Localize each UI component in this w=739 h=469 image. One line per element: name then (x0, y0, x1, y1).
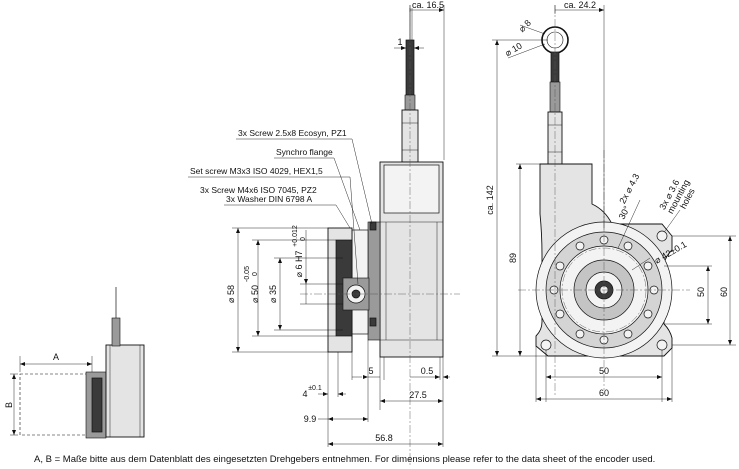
thumb-cable-outlet (111, 317, 121, 347)
dim-50-vertical: 50 (696, 287, 706, 297)
dim-1: 1 (397, 37, 402, 47)
dim-9-9: 9.9 (304, 414, 317, 424)
dim-89: 89 (508, 253, 518, 263)
screw-head-top (369, 221, 377, 231)
dim-56-8: 56.8 (375, 433, 393, 443)
dim-4-tol: ±0.1 (308, 385, 322, 392)
dim-ca-142: ca. 142 (485, 185, 495, 215)
dim-dia-6-tol: +0.012 (292, 225, 299, 247)
dim-60-vertical: 60 (719, 287, 729, 297)
housing-top (383, 164, 440, 214)
front-view: ca. 24.2 ⌀ 8 ⌀ 10 ca. 142 89 2x ⌀ 4.3 30… (485, 0, 736, 402)
dim-ca-16-5: ca. 16.5 (412, 0, 444, 10)
dim-dia-35: ⌀ 35 (268, 285, 278, 303)
dim-50-horizontal: 50 (599, 366, 609, 376)
dim-ca-24-2: ca. 24.2 (564, 0, 596, 10)
dim-0-5: 0.5 (421, 366, 434, 376)
dim-dia-6-tol-low: 0 (300, 237, 307, 241)
label-b: B (4, 402, 14, 408)
dim-dia-50: ⌀ 50 (250, 285, 260, 303)
dim-angle-30: 30° (617, 204, 632, 221)
dim-5: 5 (368, 366, 373, 376)
dim-dia-10: ⌀ 10 (503, 41, 524, 59)
dim-4: 4 (302, 389, 307, 399)
thumb-flange-inner (91, 377, 103, 433)
dim-dia-50-tol: -0.05 (244, 266, 251, 282)
thumb-housing (105, 344, 145, 438)
dim-dia-6: ⌀ 6 H7 (294, 251, 304, 278)
footer-caption: A, B = Maße bitte aus dem Datenblatt des… (34, 454, 655, 465)
label-a: A (53, 352, 59, 362)
dim-dia-50-tol-low: 0 (252, 272, 259, 276)
side-view: 3x Screw 2.5x8 Ecosyn, PZ1 Synchro flang… (188, 0, 460, 465)
dim-dia-8: ⌀ 8 (517, 18, 533, 34)
callout-screw-ecosyn: 3x Screw 2.5x8 Ecosyn, PZ1 (238, 128, 347, 138)
mounting-hole-bottom-right (656, 339, 668, 351)
mounting-hole-top (656, 230, 668, 242)
callout-synchro-flange: Synchro flange (276, 147, 333, 157)
mounting-hole-bottom-left (540, 339, 552, 351)
dim-60-horizontal: 60 (599, 388, 609, 398)
callout-screw-iso7045: 3x Screw M4x6 ISO 7045, PZ2 (200, 185, 317, 195)
encoder-placeholder-box (19, 373, 93, 436)
callout-washer: 3x Washer DIN 6798 A (226, 194, 312, 204)
callout-set-screw: Set screw M3x3 ISO 4029, HEX1,5 (190, 166, 323, 176)
dim-hole-4-3: 2x ⌀ 4.3 (617, 172, 641, 205)
dim-27-5: 27.5 (409, 390, 427, 400)
thumbnail-view: A B (4, 287, 145, 439)
screw-head-bottom (369, 317, 377, 327)
dim-dia-58: ⌀ 58 (226, 285, 236, 303)
